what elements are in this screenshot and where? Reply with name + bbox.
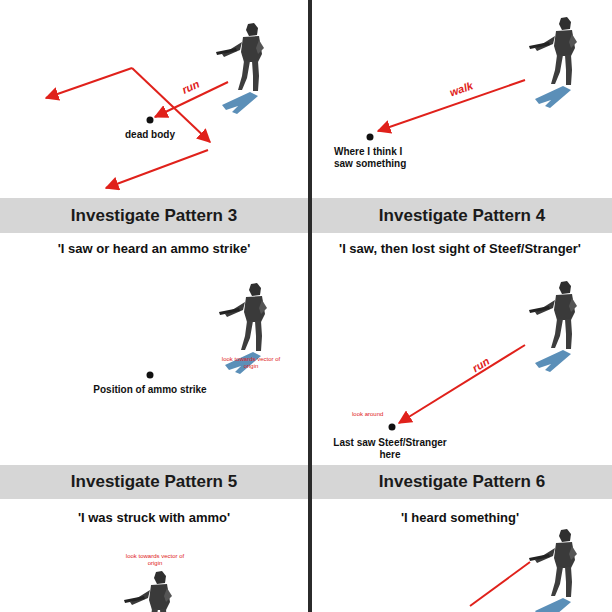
walk-arrow [378,80,525,131]
run-arrow [470,562,530,606]
pattern-subtitle: 'I heard something' [401,510,519,526]
position-dot [147,372,154,379]
position-label: dead body [125,129,175,141]
action-label: run [470,355,492,376]
note-label: look around [352,411,383,418]
note-label: look towards vector of origin [220,356,282,370]
search-arrow [46,68,132,98]
pattern-subtitle: 'I was struck with ammo' [78,510,230,526]
note-label: look towards vector of origin [124,553,186,567]
position-label: Position of ammo strike [93,384,206,396]
soldier-figure [529,281,577,372]
header-band: Investigate Pattern 6 [312,465,612,499]
search-arrow [106,150,208,188]
position-label: Last saw Steef/Stranger here [325,437,455,461]
header-title: Investigate Pattern 3 [71,206,237,226]
run-arrow [399,345,525,423]
position-dot [389,424,396,431]
pattern-subtitle: 'I saw, then lost sight of Steef/Strange… [339,241,581,257]
header-band: Investigate Pattern 3 [0,198,308,233]
header-band: Investigate Pattern 4 [312,198,612,233]
header-title: Investigate Pattern 5 [71,472,237,492]
header-title: Investigate Pattern 6 [379,472,545,492]
action-label: walk [448,79,475,99]
soldier-figure [529,17,577,108]
soldier-figure [216,23,264,114]
action-label: run [180,78,202,97]
header-band: Investigate Pattern 5 [0,465,308,499]
divider-line [308,0,312,612]
soldier-figure [124,571,172,612]
header-title: Investigate Pattern 4 [379,206,545,226]
position-dot [367,134,374,141]
soldier-figure [529,529,577,612]
position-dot [147,117,154,124]
position-label: Where I think I saw something [334,146,418,170]
pattern-subtitle: 'I saw or heard an ammo strike' [58,241,251,257]
